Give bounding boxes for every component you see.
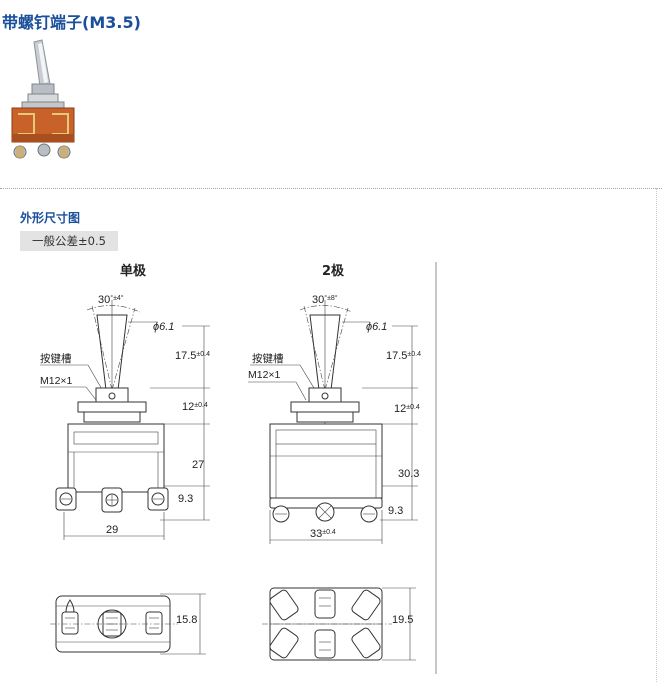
product-photo — [11, 39, 75, 159]
single-bushing-hole — [108, 392, 116, 400]
single-bushing-length: 12±0.4 — [182, 401, 208, 413]
double-angle-value: 30 — [312, 294, 324, 306]
double-bushing-length-value: 12 — [394, 403, 406, 415]
single-nut — [77, 401, 147, 413]
section-title: 外形尺寸图 — [20, 211, 81, 225]
single-width-label: 29 — [106, 524, 118, 536]
single-lever-axis-left — [91, 305, 113, 391]
double-groove-label: 按键槽 — [252, 352, 284, 365]
tolerance-badge: 一般公差±0.5 — [20, 231, 118, 251]
double-lever-length: 17.5±0.4 — [386, 350, 421, 362]
single-body — [67, 423, 165, 493]
single-bottom-view — [50, 595, 178, 653]
double-terminal-height: 9.3 — [388, 505, 403, 517]
single-pole-drawing: 单极 30°±4° ϕ6.1 17.5±0.4 12±0.4 27 9.3 按键… — [40, 263, 210, 655]
double-angle-label: 30°±8° — [312, 294, 338, 306]
single-groove-label: 按键槽 — [40, 352, 72, 365]
double-pole-drawing: 2极 30°±8° ϕ6.1 17.5±0.4 12±0.4 30.3 9.3 … — [248, 263, 421, 661]
double-width-tol: ±0.4 — [322, 529, 336, 536]
double-bushing-length-tol: ±0.4 — [406, 404, 420, 411]
double-diameter-label: ϕ6.1 — [366, 321, 387, 333]
double-body — [269, 423, 383, 499]
single-body-detail — [73, 431, 159, 445]
double-nut-lower — [296, 411, 354, 423]
double-body-height: 30.3 — [398, 468, 419, 480]
double-angle-tol: ±8° — [327, 294, 338, 302]
single-terminal-height: 9.3 — [178, 493, 193, 505]
double-bushing-length: 12±0.4 — [394, 403, 420, 415]
single-terminals — [55, 487, 169, 513]
single-lever-length: 17.5±0.4 — [175, 350, 210, 362]
panel-border — [656, 188, 657, 682]
double-terminals — [269, 497, 383, 523]
single-bushing-length-tol: ±0.4 — [194, 402, 208, 409]
single-angle-value: 30 — [98, 294, 110, 306]
single-angle-arc — [86, 305, 141, 313]
double-lever-length-tol: ±0.4 — [407, 351, 421, 358]
single-lever-length-tol: ±0.4 — [196, 351, 210, 358]
double-lever-length-value: 17.5 — [386, 350, 407, 362]
section-divider — [0, 188, 662, 189]
single-nut-lower — [83, 411, 141, 423]
double-label-leader — [295, 381, 307, 401]
double-width-label: 33±0.4 — [310, 528, 336, 540]
double-nut — [290, 401, 360, 413]
single-diameter-label: ϕ6.1 — [153, 321, 174, 333]
page-title: 带螺钉端子(M3.5) — [2, 13, 141, 32]
single-angle-tol: ±4° — [113, 294, 124, 302]
single-depth-label: 15.8 — [176, 614, 197, 626]
single-label-leader — [85, 386, 97, 401]
double-lever-axis-left — [303, 305, 326, 391]
double-pole-title: 2极 — [322, 263, 345, 279]
single-body-height: 27 — [192, 459, 204, 471]
single-pole-title: 单极 — [120, 263, 147, 279]
single-lever-axis-right — [111, 307, 136, 391]
double-body-detail — [275, 429, 377, 445]
double-width-value: 33 — [310, 528, 322, 540]
double-thread-label: M12×1 — [248, 369, 281, 381]
single-bushing-length-value: 12 — [182, 401, 194, 413]
double-lever-axis-right — [324, 307, 349, 391]
single-thread-label: M12×1 — [40, 375, 73, 387]
single-angle-label: 30°±4° — [98, 294, 124, 306]
double-angle-arc — [299, 305, 353, 313]
single-lever-length-value: 17.5 — [175, 350, 196, 362]
double-depth-label: 19.5 — [392, 614, 413, 626]
double-bottom-view — [262, 587, 392, 661]
double-bushing-hole — [321, 392, 329, 400]
